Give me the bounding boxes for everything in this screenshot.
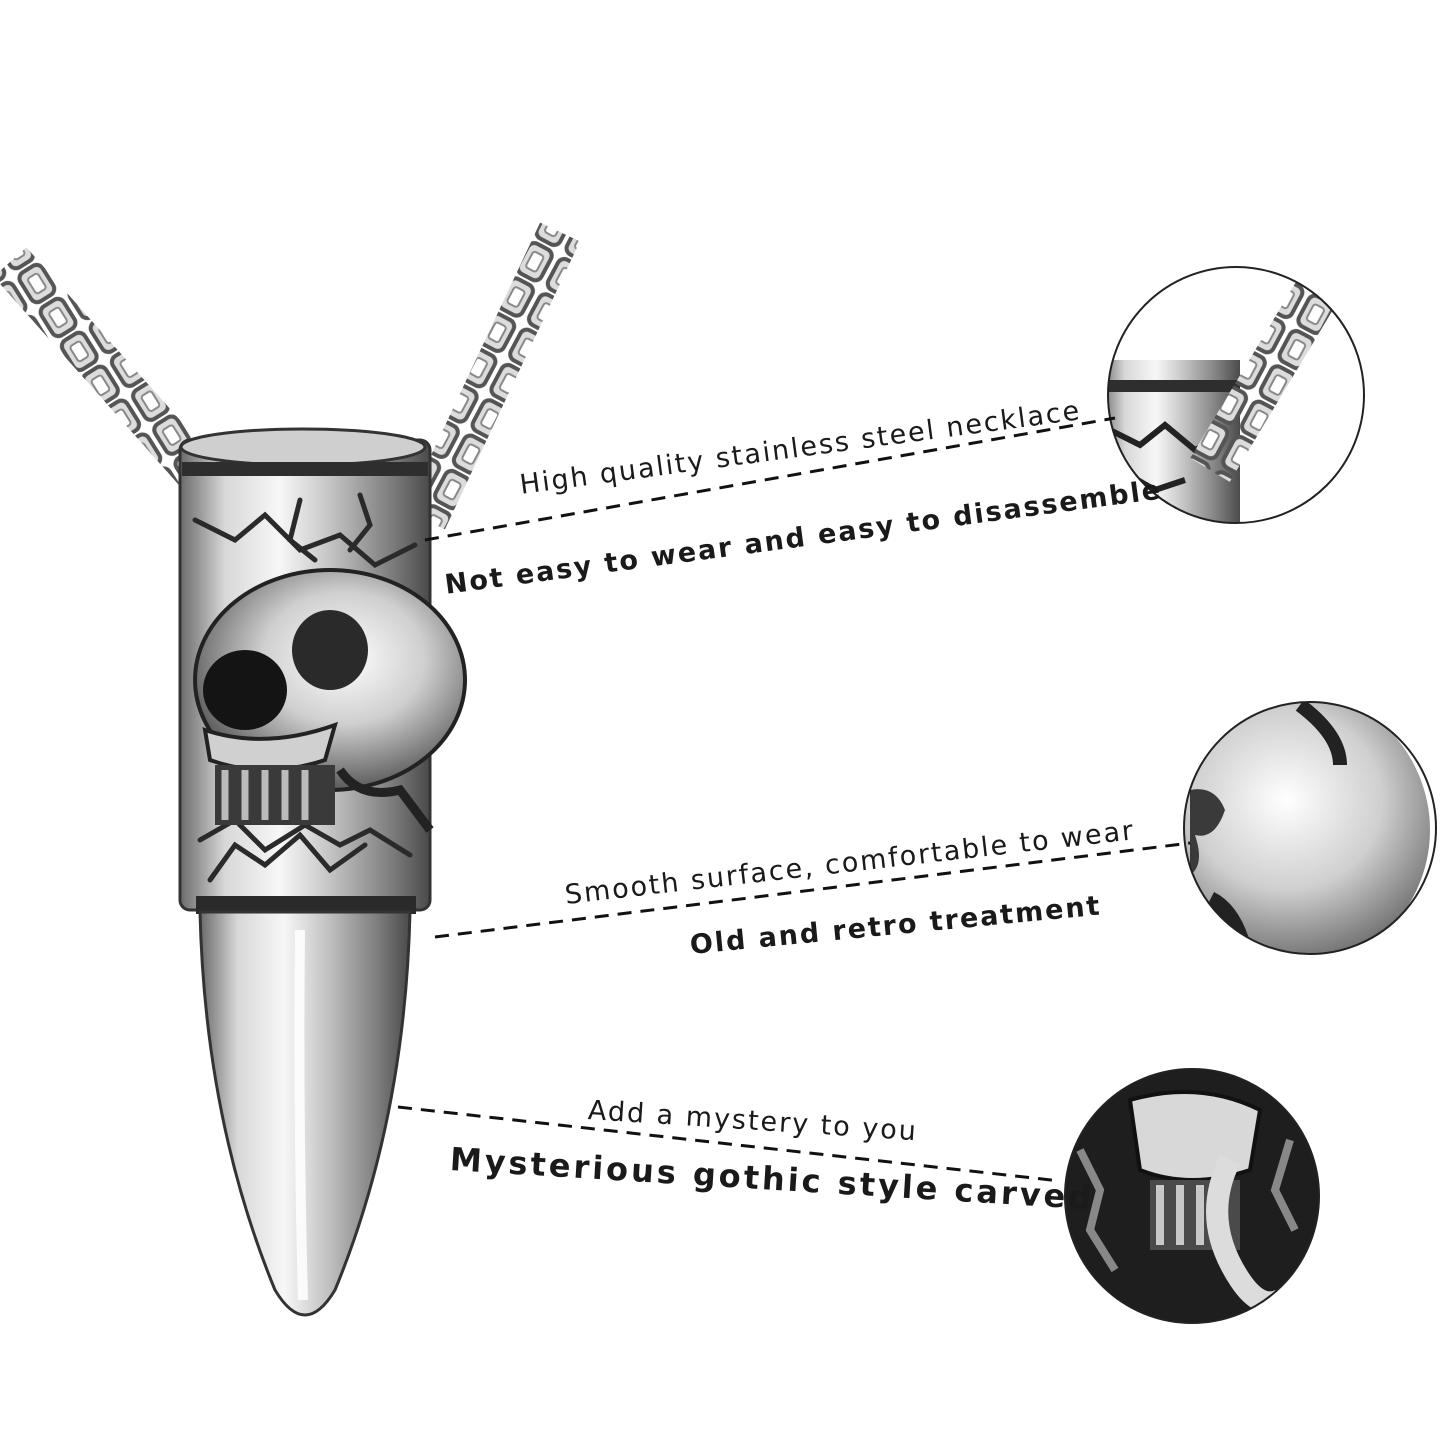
- pendant-bullet-tip: [198, 910, 412, 1317]
- leader-line-1: [424, 416, 1116, 542]
- chain-left: [0, 247, 212, 485]
- pendant-body: [178, 427, 467, 914]
- leader-line-2: [434, 841, 1191, 939]
- leader-line-3: [397, 1105, 1061, 1183]
- chain-right: [405, 222, 580, 530]
